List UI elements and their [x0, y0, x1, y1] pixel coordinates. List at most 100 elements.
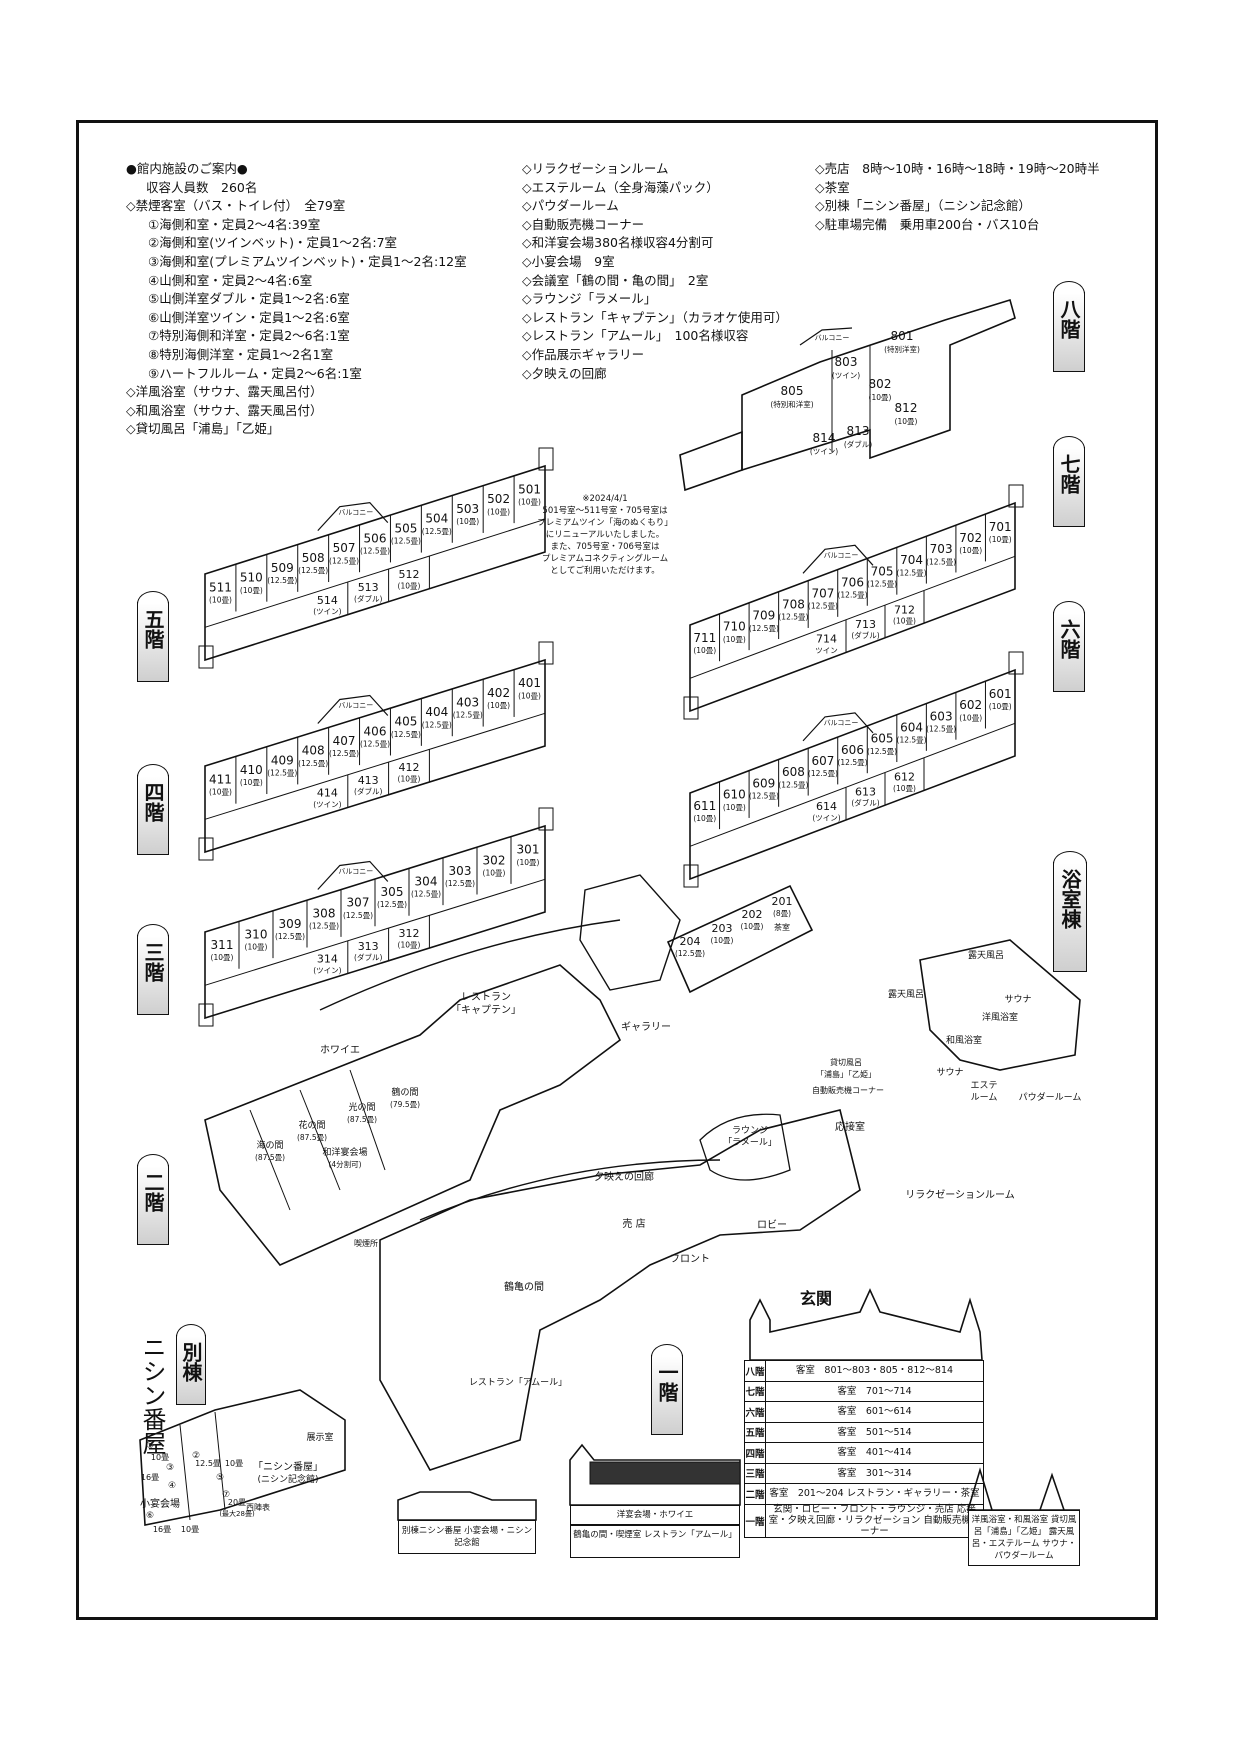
- guide-room-type: ④山側和室・定員2～4名:6室: [148, 272, 313, 288]
- floor-directory-table: 八階客室 801～803・805・812～814 七階客室 701～714 六階…: [744, 1360, 984, 1538]
- floor-tab-3: 三階: [137, 924, 169, 1015]
- room-size: (12.5畳): [360, 547, 390, 556]
- floor-row-text: 客室 301～314: [837, 1467, 912, 1479]
- room-number: 301: [517, 843, 540, 857]
- room-size: (10畳): [398, 775, 421, 784]
- room-size: (12.5畳): [897, 736, 927, 745]
- room-number: 706: [841, 575, 864, 589]
- room-number: 603: [930, 709, 953, 723]
- room-size: (12.5畳): [749, 624, 779, 633]
- guide-item: ◇レストラン「キャプテン」（カラオケ使用可）: [522, 309, 788, 325]
- guide-item: ◇夕映えの回廊: [522, 365, 607, 381]
- room-number: 802: [869, 377, 892, 391]
- room-size: (10畳): [693, 814, 716, 823]
- floor7-balcony: [802, 544, 874, 574]
- guide-item: ◇貸切風呂「浦島」「乙姫」: [126, 421, 280, 437]
- stairs-icon: [683, 864, 699, 888]
- guide-title: ●館内施設のご案内●: [126, 161, 248, 176]
- room-size: (12.5畳): [343, 911, 373, 920]
- guide-item: ◇別棟「ニシン番屋」（ニシン記念館）: [815, 198, 1031, 214]
- room-number: 312: [399, 927, 420, 940]
- annex-divider: [179, 1424, 191, 1521]
- floor8-corridor-left: [679, 430, 743, 492]
- small-banquet-label: 小宴会場: [140, 1497, 180, 1510]
- room-size: (ダブル): [354, 786, 382, 796]
- room-number: 309: [279, 917, 302, 931]
- annex-caption: 別棟ニシン番屋 小宴会場・ニシン記念館: [398, 1520, 536, 1554]
- room-number: 305: [381, 885, 404, 899]
- room-number: 412: [399, 761, 420, 774]
- guide-room-type: ⑥山側洋室ツイン・定員1～2名:6室: [148, 309, 350, 325]
- room-number: 313: [358, 940, 379, 953]
- room-size: (最大28畳): [219, 1509, 255, 1518]
- floor-row: 二階客室 201～204 レストラン・ギャラリー・茶室: [745, 1484, 983, 1505]
- room-size: (12.5畳): [377, 900, 407, 909]
- room-size: (87.5畳): [297, 1133, 327, 1142]
- room-number: 310: [245, 927, 268, 941]
- note-line: また、705号室・706号室は: [550, 542, 660, 552]
- room-marker: ③: [166, 1463, 174, 1473]
- hana-room-label: 花の間: [298, 1119, 325, 1131]
- room-size: (10畳): [518, 691, 541, 700]
- floor4-corridor: [204, 712, 546, 820]
- room-size: (10畳): [989, 535, 1012, 544]
- note-line: ※2024/4/1: [582, 494, 628, 504]
- room-number: 507: [333, 541, 356, 555]
- relaxation-room-label: リラクゼーションルーム: [905, 1189, 1015, 1201]
- room-marker: ①: [146, 1441, 154, 1451]
- balcony-label: バルコニー: [338, 509, 373, 517]
- floor-tab-8: 八階: [1053, 281, 1085, 372]
- room-size: (10畳): [959, 713, 982, 722]
- room-size: (10畳): [398, 941, 421, 950]
- private-bath-label: 貸切風呂: [830, 1057, 862, 1067]
- guide-room-type: ⑧特別海側洋室・定員1～2名1室: [148, 346, 334, 362]
- room-number: 304: [415, 874, 438, 888]
- room-size: (12.5畳): [309, 921, 339, 930]
- room-number: 403: [456, 695, 479, 709]
- floor-tab-label: 六階: [1057, 619, 1081, 659]
- stairs-icon: [683, 696, 699, 720]
- floor-row-label: 六階: [745, 1402, 766, 1422]
- room-size: (ツイン): [812, 813, 840, 822]
- guide-item: ◇洋風浴室（サウナ、露天風呂付）: [126, 384, 323, 400]
- bath-wing-outline: [919, 939, 1081, 1071]
- room-size: 16畳: [153, 1525, 171, 1534]
- restaurant-captain-label: レストラン: [461, 991, 511, 1003]
- room-number: 411: [209, 773, 232, 787]
- room-number: 703: [930, 542, 953, 556]
- floor-tab-7: 七階: [1053, 436, 1085, 527]
- guide-item: ◇自動販売機コーナー: [522, 216, 645, 232]
- room-number: 608: [782, 765, 805, 779]
- room-number: 606: [841, 743, 864, 757]
- tsuru-room-label: 鶴の間: [391, 1086, 418, 1098]
- floor-tab-label: 別棟: [179, 1342, 203, 1382]
- room-number: 801: [891, 329, 914, 343]
- room-size: (10畳): [711, 936, 734, 945]
- room-number: 709: [752, 609, 775, 623]
- room-size: (12.5畳): [298, 566, 328, 575]
- room-number: 612: [894, 771, 915, 784]
- room-number: 803: [835, 355, 858, 369]
- room-size: (特別和洋室): [770, 399, 813, 409]
- renewal-note: ※2024/4/1 501号室～511号室・705号室は プレミアムツイン「海の…: [520, 493, 690, 577]
- room-size: (12.5畳): [391, 730, 421, 739]
- esthe-room-label: ルーム: [971, 1092, 998, 1103]
- japanese-bath-label: 和風浴室: [946, 1034, 982, 1046]
- stairs-icon: [1008, 484, 1024, 508]
- floor-tab-annex: 別棟: [176, 1324, 206, 1405]
- room-number: 308: [313, 906, 336, 920]
- nishin-kinen-label: (ニシン記念館): [257, 1473, 318, 1485]
- room-number: 604: [900, 720, 923, 734]
- floor-row-text: 客室 401～414: [837, 1447, 912, 1459]
- room-size: (12.5畳): [453, 711, 483, 720]
- room-size: (12.5畳): [298, 759, 328, 768]
- guide-room-type: ③海側和室(プレミアムツインベット)・定員1～2名:12室: [148, 253, 467, 269]
- foyer-label: ホワイエ: [320, 1044, 360, 1056]
- floor3-corridor: [204, 878, 546, 986]
- lobby-label: ロビー: [757, 1219, 787, 1231]
- room-size: (10畳): [483, 868, 506, 877]
- room-size: 16畳: [141, 1473, 159, 1482]
- room-number: 401: [518, 676, 541, 690]
- floor-row: 五階客室 501～514: [745, 1422, 983, 1443]
- room-number: 514: [317, 594, 338, 607]
